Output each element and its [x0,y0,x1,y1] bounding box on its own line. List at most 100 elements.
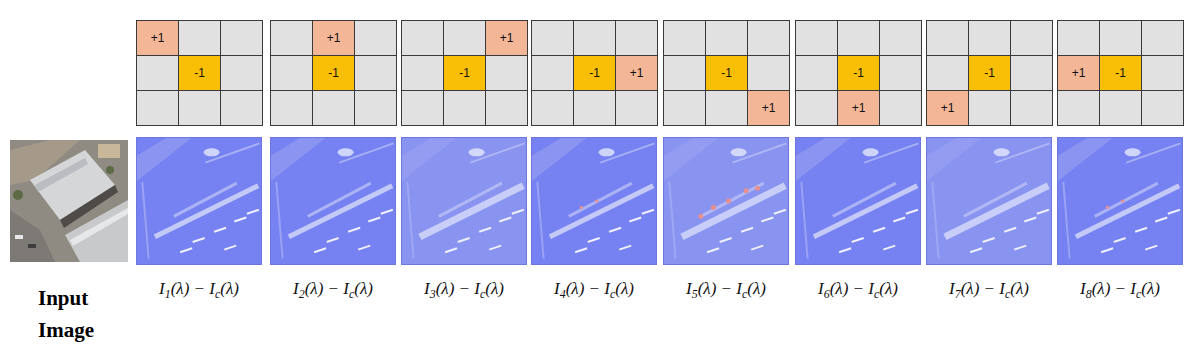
grid-cell [1100,91,1142,126]
map-dash [445,248,457,252]
map-dash [1101,248,1113,252]
grid-cell [221,21,263,56]
difference-label: I6(λ) − Ic(λ) [818,279,898,299]
grid-cell [532,21,574,56]
grid-cell [532,91,574,126]
kernel-weight-cell: +1 [748,91,789,125]
map-spot [698,214,703,219]
grid-cell [748,56,790,91]
kernel-grid [664,21,790,126]
map-spot [1121,199,1124,202]
map-dash [970,248,982,252]
map-edge [142,182,148,259]
map-dash [1168,210,1180,214]
map-dash [642,210,654,214]
map-edge [1095,183,1158,216]
map-dash [368,217,380,221]
difference-label: I7(λ) − Ic(λ) [949,279,1029,299]
grid-cell [1058,91,1100,126]
grid-cell [927,21,969,56]
grid-cell [444,91,486,126]
map-dash [1135,228,1147,232]
map-dash [193,238,205,242]
kernel-weight-cell: -1 [444,56,485,90]
grid-cell [221,91,263,126]
map-dash [180,248,192,252]
kernel-grid [271,21,397,126]
map-dash [224,246,236,250]
difference-label: I3(λ) − Ic(λ) [424,279,504,299]
difference-map [270,137,396,265]
kernel-grid [1058,21,1184,126]
kernel-weight-cell: -1 [313,56,354,90]
kernel-weight-cell: -1 [706,56,747,90]
map-blob [994,148,1010,156]
map-dash [839,248,851,252]
map-dash [1155,217,1167,221]
kernel-weight-cell: -1 [838,56,879,90]
map-spot [1106,206,1109,209]
map-ground [1057,137,1183,265]
difference-map [926,137,1052,265]
grid-cell [221,56,263,91]
difference-label: I1(λ) − Ic(λ) [159,279,239,299]
subscript: 8 [1086,287,1092,301]
grid-cell [179,91,221,126]
map-edge [155,186,258,237]
grid-cell [271,91,313,126]
subscript: 4 [560,287,566,301]
map-dash [479,228,491,232]
grid-cell [1011,91,1053,126]
kernel-grid [137,21,263,126]
weight-value: +1 [762,101,776,115]
kernel-weight-cell: -1 [1100,56,1141,90]
subscript: 7 [955,287,961,301]
grid-cell [616,56,658,91]
kernel-weight-cell: -1 [179,56,220,90]
grid-cell [355,21,397,56]
grid-cell [137,21,179,56]
kernel-weight-cell: -1 [574,56,615,90]
kernel-grid [532,21,658,126]
kernel-weight-cell: +1 [838,91,879,125]
photo-roof [65,200,128,262]
map-ground [795,137,921,265]
map-dash [458,238,470,242]
map-blob [1125,148,1141,156]
map-ground [663,137,789,265]
grid-cell [748,91,790,126]
map-dash [774,210,786,214]
input-photo [10,140,128,262]
map-edge [174,183,237,216]
grid-cell [969,21,1011,56]
map-edge [550,186,653,237]
map-edge [569,183,632,216]
grid-cell [574,91,616,126]
grid-cell [880,91,922,126]
map-dash [707,248,719,252]
photo-road [10,210,55,262]
map-frame [137,138,262,265]
grid-cell [1142,56,1184,91]
map-edge [276,182,282,259]
grid-cell [706,21,748,56]
subscript: c [742,287,747,301]
subscript: c [215,287,220,301]
subscript: 2 [299,287,305,301]
grid-cell [486,21,528,56]
map-dash [381,210,393,214]
kernel-grid [402,21,528,126]
grid-cell [927,56,969,91]
grid-cell [313,56,355,91]
kernel-weight-cell: +1 [313,21,354,55]
map-dash [893,217,905,221]
grid-cell [796,56,838,91]
subscript: 6 [824,287,830,301]
grid-cell [706,56,748,91]
map-dash [852,238,864,242]
map-frame [927,138,1052,265]
grid-cell [355,91,397,126]
map-frame [664,138,789,265]
weight-value: +1 [630,66,644,80]
